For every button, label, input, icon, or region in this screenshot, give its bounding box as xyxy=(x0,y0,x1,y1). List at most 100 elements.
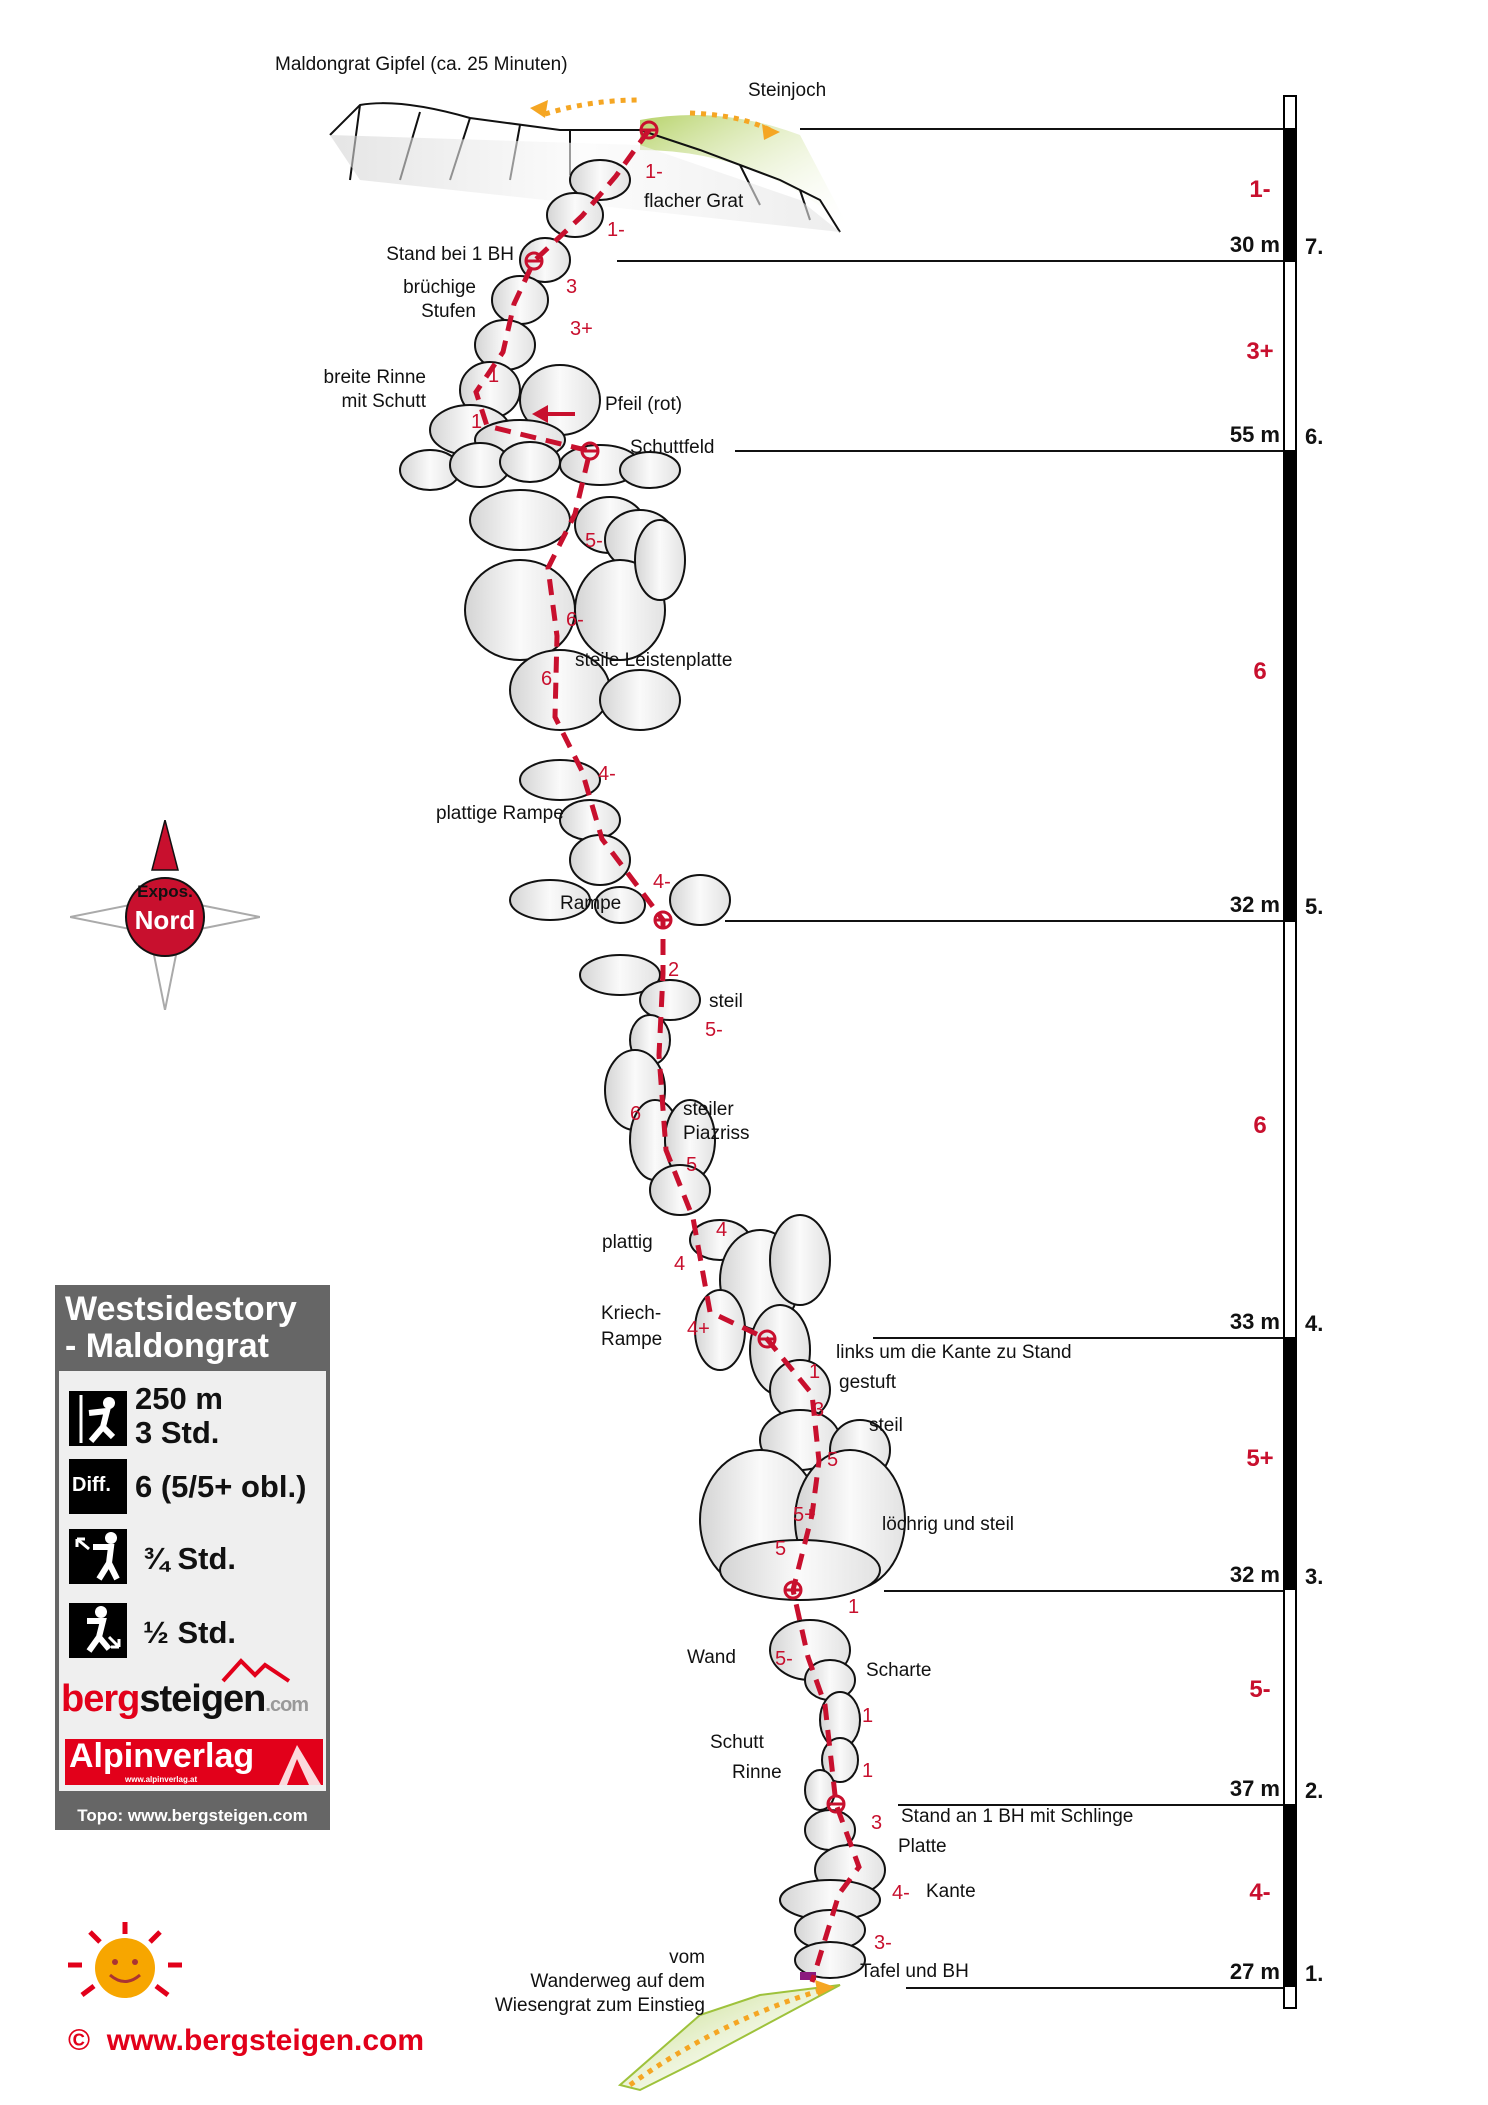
pitch-grade: 3+ xyxy=(1246,338,1274,365)
label: breite Rinne xyxy=(323,367,426,388)
difficulty-icon: Diff. xyxy=(69,1459,127,1514)
route-grade: 4- xyxy=(892,1882,910,1904)
pitch-divider xyxy=(884,1590,1283,1592)
meadow-approach xyxy=(617,1972,841,2092)
label: brüchige xyxy=(403,277,476,298)
route-grade: 6- xyxy=(566,609,584,631)
rock xyxy=(491,275,549,325)
label: Stufen xyxy=(421,301,476,322)
rock xyxy=(639,979,701,1021)
label: Piazriss xyxy=(683,1123,750,1144)
route-grade: 5 xyxy=(827,1449,839,1471)
topo-credit: Topo: www.bergsteigen.com xyxy=(77,1806,308,1825)
descent-time: ½ Std. xyxy=(143,1615,237,1650)
pitch-length: 32 m xyxy=(1229,892,1280,917)
rock xyxy=(649,1164,711,1216)
pitch-grade: 5- xyxy=(1249,1676,1271,1703)
pitch-number: 4. xyxy=(1305,1311,1324,1336)
pitch-grade: 6 xyxy=(1253,1112,1267,1139)
pitch-grade: 5+ xyxy=(1246,1445,1274,1472)
alpinverlag-url: www.alpinverlag.at xyxy=(125,1775,198,1784)
route-length: 250 m xyxy=(135,1381,223,1416)
route-grade: 5- xyxy=(585,530,603,552)
pitch-length-bar xyxy=(1283,95,1297,2009)
label: Kriech- xyxy=(601,1303,662,1324)
label: Pfeil (rot) xyxy=(605,394,683,415)
label: links um die Kante zu Stand xyxy=(836,1342,1072,1363)
label: Scharte xyxy=(866,1660,932,1681)
route-grade: 6 xyxy=(630,1103,642,1125)
pitch-length: 37 m xyxy=(1229,1776,1280,1801)
route-grade: 1 xyxy=(809,1361,821,1383)
route-grade: 3 xyxy=(566,276,578,298)
route-grade: 1 xyxy=(848,1596,860,1618)
label: vom xyxy=(669,1947,705,1968)
rock xyxy=(719,1539,881,1601)
rock xyxy=(794,1941,866,1979)
pitch-length: 30 m xyxy=(1229,232,1280,257)
pitch-divider xyxy=(725,920,1283,922)
route-grade: 5 xyxy=(775,1538,787,1560)
copyright-link[interactable]: © www.bergsteigen.com xyxy=(68,2024,425,2057)
descent-runner-icon xyxy=(69,1603,127,1658)
label: Platte xyxy=(898,1836,947,1857)
route-grade: 5 xyxy=(686,1154,698,1176)
rock xyxy=(804,1809,856,1851)
pitch-number: 7. xyxy=(1305,234,1324,259)
route-title: Westsidestory - Maldongrat xyxy=(55,1285,330,1369)
pitch-divider xyxy=(617,260,1283,262)
pitch-grade: 1- xyxy=(1249,176,1271,203)
exposure-compass: Expos. Nord xyxy=(70,820,260,1010)
label: Schuttfeld xyxy=(630,437,715,458)
logo-steigen: steigen xyxy=(139,1678,266,1720)
label: steile Leistenplatte xyxy=(575,650,733,671)
label: Steinjoch xyxy=(748,80,827,101)
route-grade: 6 xyxy=(541,668,553,690)
logo-berg: berg xyxy=(61,1678,140,1720)
label: Schutt xyxy=(710,1732,764,1753)
label: Wand xyxy=(687,1647,736,1668)
route-grade: 3+ xyxy=(570,318,593,340)
rock xyxy=(509,879,591,921)
route-grade: 1- xyxy=(607,219,625,241)
route-grade: 4- xyxy=(598,763,616,785)
route-grade: 1- xyxy=(645,161,663,183)
rock xyxy=(546,192,604,238)
sun-logo-icon xyxy=(68,1922,182,1998)
rock xyxy=(769,1214,831,1306)
pitch-grade: 4- xyxy=(1249,1879,1271,1906)
route-time: 3 Std. xyxy=(135,1415,220,1450)
route-grade: 4- xyxy=(653,871,671,893)
route-info-box: Westsidestory - Maldongrat 250 m 3 Std. … xyxy=(55,1285,330,1830)
route-line xyxy=(473,128,862,1983)
route-grade: 4 xyxy=(716,1219,728,1241)
label: plattig xyxy=(602,1232,653,1253)
pitch-length: 55 m xyxy=(1229,422,1280,447)
pitch-number: 3. xyxy=(1305,1564,1324,1589)
pitch-divider xyxy=(906,1987,1283,1989)
pitch-divider xyxy=(873,1337,1283,1339)
pitch-divider xyxy=(898,1804,1283,1806)
plaque-marker xyxy=(800,1972,816,1980)
route-grade: 4 xyxy=(674,1253,686,1275)
bergsteigen-logo: bergsteigen.com xyxy=(61,1658,309,1727)
label: steil xyxy=(869,1415,903,1436)
label: Rampe xyxy=(560,893,622,914)
alpinverlag-logo: Alpinverlag www.alpinverlag.at xyxy=(65,1739,323,1785)
label: mit Schutt xyxy=(341,391,426,412)
pitch-number: 1. xyxy=(1305,1961,1324,1986)
label: Stand bei 1 BH xyxy=(386,244,514,265)
rock xyxy=(634,519,686,601)
route-grade: 1 xyxy=(862,1760,874,1782)
pitch-length: 27 m xyxy=(1229,1959,1280,1984)
route-title-line1: Westsidestory xyxy=(65,1290,297,1328)
rock xyxy=(594,886,646,924)
rock xyxy=(619,451,681,489)
route-grade: 1 xyxy=(862,1705,874,1727)
compass-direction: Nord xyxy=(134,905,196,935)
difficulty-icon-label: Diff. xyxy=(72,1474,111,1496)
label: löchrig und steil xyxy=(882,1514,1015,1535)
route-grade: 3 xyxy=(871,1812,883,1834)
route-grade: 1 xyxy=(471,411,483,433)
